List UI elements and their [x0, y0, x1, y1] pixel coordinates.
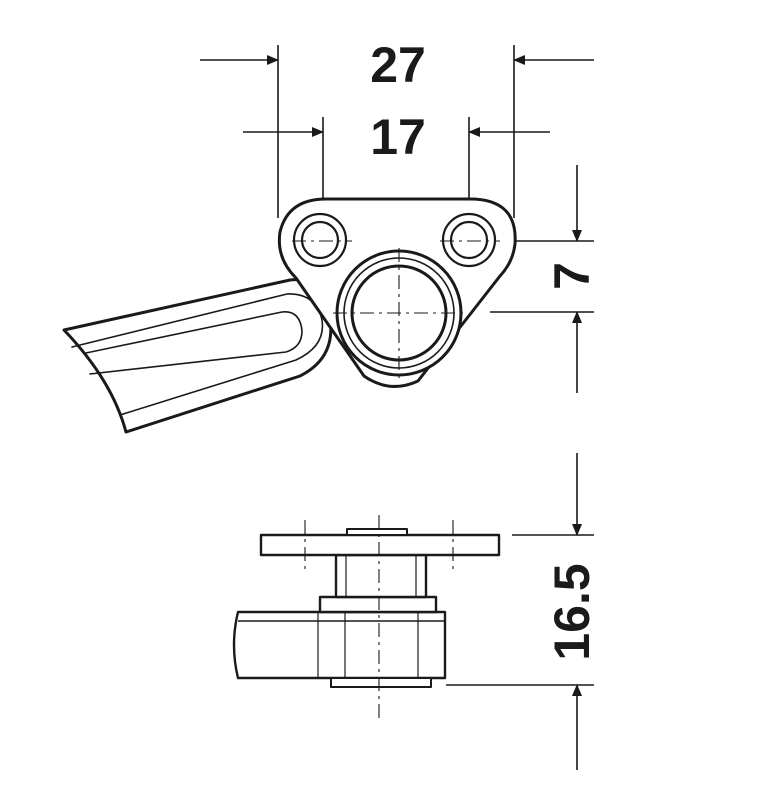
lever-arm [62, 278, 333, 434]
center-lines-plan [292, 240, 500, 378]
dimension-label-17: 17 [370, 109, 426, 165]
side-lever-arm [232, 610, 447, 680]
lever-arm-slot [85, 311, 303, 375]
side-mounting-plate [259, 533, 501, 557]
plan-view-bracket [62, 197, 517, 434]
side-view-bracket [232, 528, 501, 688]
dimension-label-7: 7 [544, 262, 600, 290]
dimension-label-27: 27 [370, 37, 426, 93]
lever-arm-flange-line [71, 293, 324, 416]
dimension-label-16-5: 16.5 [544, 563, 600, 660]
dimension-7 [490, 165, 594, 393]
side-shaft [334, 553, 428, 599]
side-bottom-cap [330, 677, 432, 688]
dimension-16-5 [446, 453, 594, 770]
center-lines-side [304, 515, 454, 722]
side-rivet-head [346, 528, 408, 536]
side-collar [318, 595, 438, 614]
dimension-17 [243, 117, 550, 212]
screw-hole-left-inner [300, 220, 340, 260]
screw-hole-right-inner [449, 220, 489, 260]
